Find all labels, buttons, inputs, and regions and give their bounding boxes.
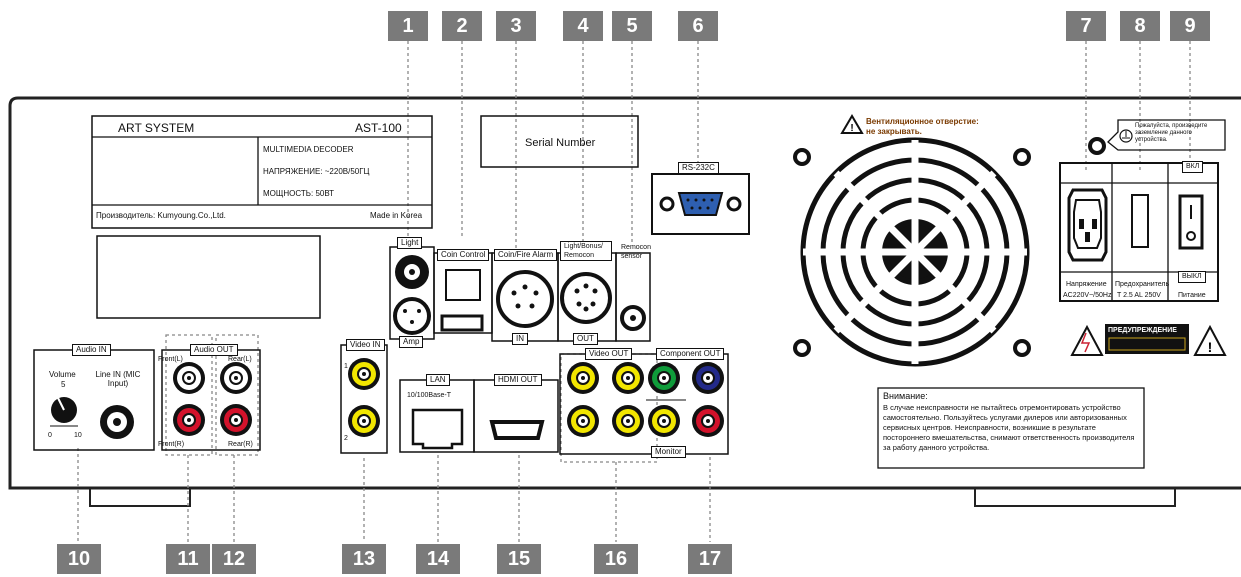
- voltage-title: Напряжение: [1066, 281, 1107, 288]
- power-inlet[interactable]: [1069, 190, 1106, 260]
- callout-15: 15: [497, 544, 541, 574]
- video-in-label: Video IN: [346, 339, 385, 351]
- amp-label: Amp: [399, 336, 424, 348]
- video-out-label: Video OUT: [585, 348, 633, 360]
- callout-1: 1: [388, 11, 428, 41]
- svg-text:!: !: [850, 123, 853, 134]
- line-in-label: Line IN (MIC Input): [95, 370, 141, 388]
- light-label: Light: [397, 237, 423, 249]
- callout-6: 6: [678, 11, 718, 41]
- remocon-sensor-label: Remocon sensor: [621, 244, 651, 260]
- callout-16: 16: [594, 544, 638, 574]
- power-on-label: ВКЛ: [1182, 161, 1204, 173]
- fuse-holder[interactable]: [1132, 195, 1148, 247]
- power-off-label: ВЫКЛ: [1178, 271, 1206, 283]
- rear-l-label: Rear(L): [228, 356, 252, 363]
- monitor-label: Monitor: [651, 446, 686, 458]
- coin-control-label: Coin Control: [437, 249, 490, 261]
- volume-min: 0: [48, 432, 52, 439]
- volume-max: 10: [74, 432, 82, 439]
- callout-4: 4: [563, 11, 603, 41]
- callout-8: 8: [1120, 11, 1160, 41]
- callout-7: 7: [1066, 11, 1106, 41]
- audio-in-label: Audio IN: [72, 344, 111, 356]
- video-in-1-label: 1: [344, 363, 348, 370]
- volume-knob[interactable]: [51, 397, 77, 423]
- product-text: MULTIMEDIA DECODER: [263, 145, 354, 154]
- manufacturer-text: Производитель: Kumyoung.Co.,Ltd.: [96, 211, 226, 220]
- coin-fire-alarm-label: Coin/Fire Alarm: [494, 249, 558, 261]
- caution-text: В случае неисправности не пытайтесь отре…: [883, 403, 1135, 452]
- warning-badge-text: ПРЕДУПРЕЖДЕНИЕ: [1108, 327, 1177, 334]
- callout-9: 9: [1170, 11, 1210, 41]
- model-text: AST-100: [355, 121, 402, 135]
- front-l-label: Front(L): [158, 356, 183, 363]
- vent-warning-text: Вентиляционное отверстие: не закрывать.: [866, 117, 979, 136]
- lan-label: LAN: [426, 374, 450, 386]
- volume-label: Volume: [49, 370, 76, 379]
- rear-r-label: Rear(R): [228, 441, 253, 448]
- out-label: OUT: [573, 333, 598, 345]
- light-bonus-remocon-label: Light/Bonus/ Remocon: [560, 241, 612, 261]
- lan-speed-label: 10/100Base-T: [407, 392, 451, 399]
- callout-11: 11: [166, 544, 210, 574]
- callout-5: 5: [612, 11, 652, 41]
- voltage-text: НАПРЯЖЕНИЕ: ~220В/50ГЦ: [263, 167, 370, 176]
- component-out-label: Component OUT: [656, 348, 725, 360]
- callout-3: 3: [496, 11, 536, 41]
- callout-14: 14: [416, 544, 460, 574]
- ground-note-text: Пожалуйста, произведите заземление данно…: [1135, 123, 1208, 143]
- audio-out-label: Audio OUT: [190, 344, 238, 356]
- brand-text: ART SYSTEM: [118, 121, 195, 135]
- front-r-label: Front(R): [158, 441, 185, 448]
- callout-2: 2: [442, 11, 482, 41]
- volume-value: 5: [61, 380, 66, 389]
- power-switch[interactable]: [1180, 196, 1202, 248]
- power-text: МОЩНОСТЬ: 50ВТ: [263, 189, 335, 198]
- callout-12: 12: [212, 544, 256, 574]
- voltage-value: AC220V~/50Hz: [1063, 292, 1112, 299]
- origin-text: Made in Korea: [370, 211, 423, 220]
- hdmi-out-label: HDMI OUT: [494, 374, 542, 386]
- video-in-2-label: 2: [344, 435, 348, 442]
- callout-17: 17: [688, 544, 732, 574]
- in-label: IN: [512, 333, 528, 345]
- svg-text:!: !: [1208, 339, 1213, 355]
- fuse-title: Предохранитель: [1115, 281, 1170, 288]
- fuse-value: T 2.5 AL 250V: [1117, 292, 1161, 299]
- power-title: Питание: [1178, 292, 1206, 299]
- callout-13: 13: [342, 544, 386, 574]
- rs232-label: RS-232C: [678, 162, 719, 174]
- callout-10: 10: [57, 544, 101, 574]
- serial-number-label: Serial Number: [525, 137, 596, 149]
- caution-title: Внимание:: [883, 391, 928, 401]
